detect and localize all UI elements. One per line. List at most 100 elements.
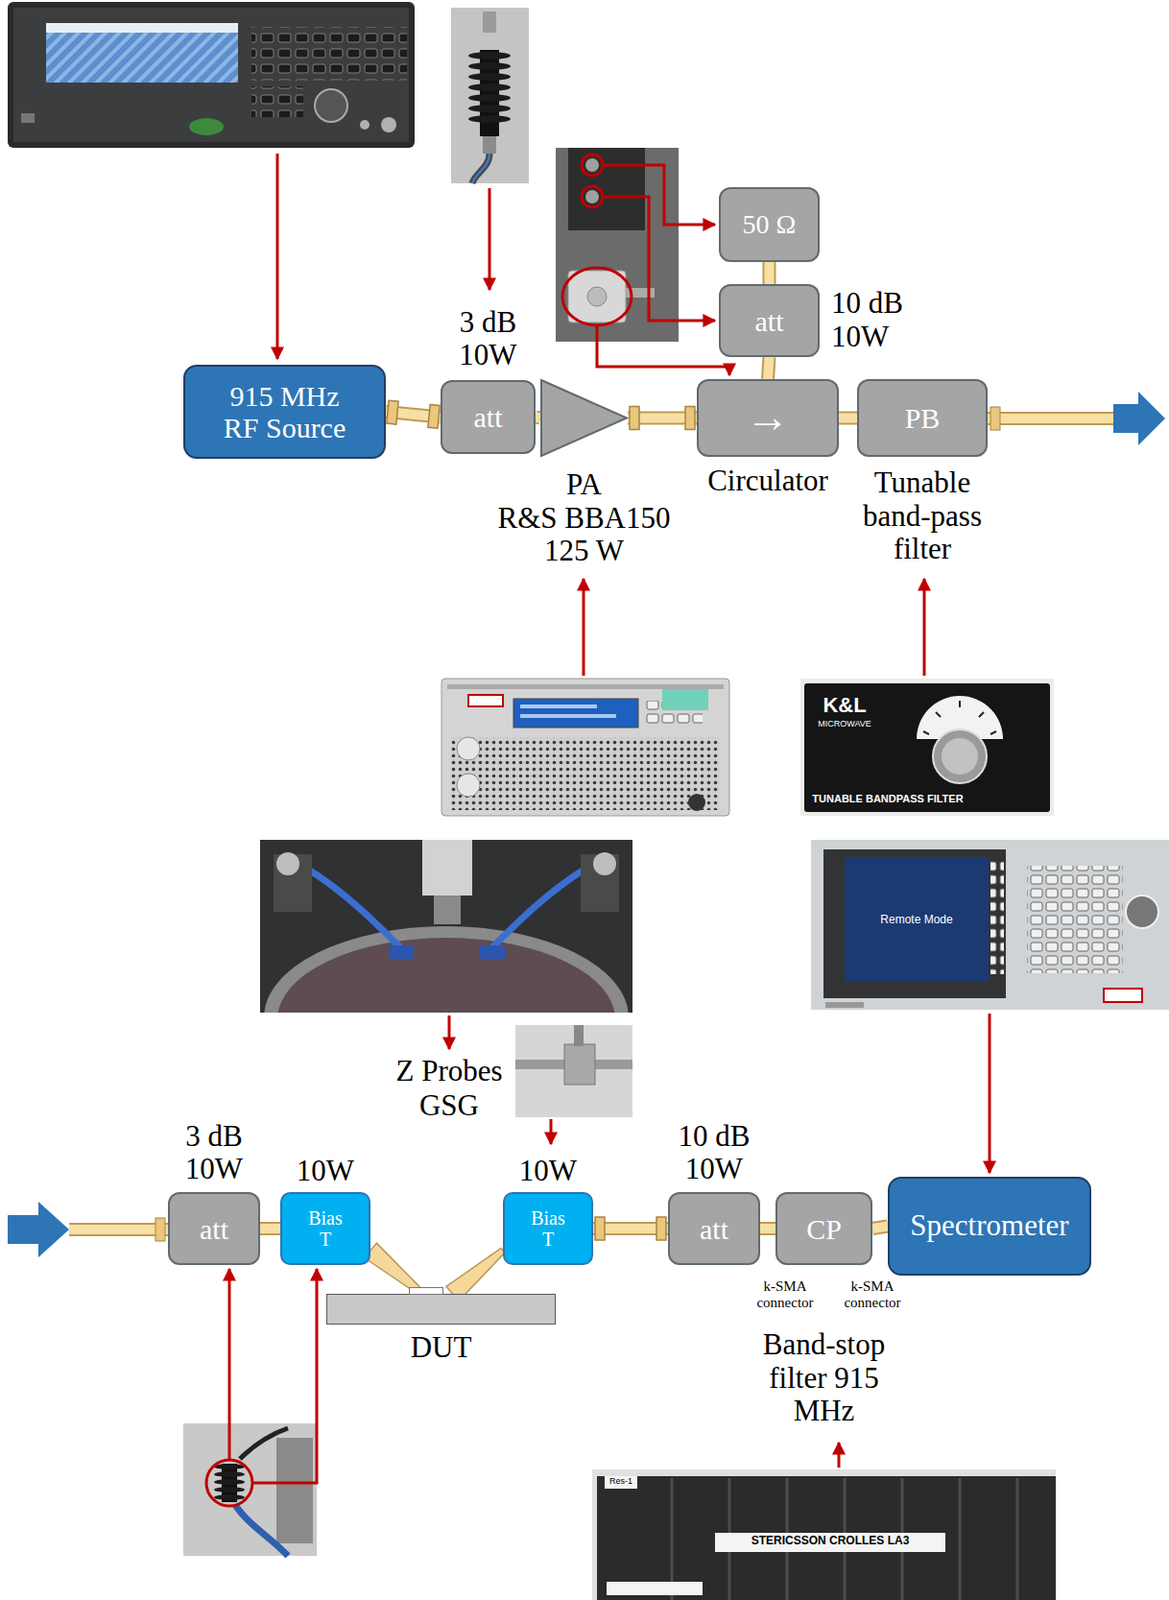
heading-group: 10 dB 10W xyxy=(670,1120,758,1187)
power-amplifier-photo xyxy=(441,678,730,816)
attenuator-photo-part xyxy=(482,11,497,33)
dut-substrate: DUT xyxy=(326,1293,556,1325)
attenuator-photo-part xyxy=(472,153,490,184)
band-stop-filter-photo-part xyxy=(715,1532,946,1552)
probe-station-photo-part xyxy=(433,895,461,925)
attenuator-photo-part xyxy=(468,72,511,81)
attenuator-photo-part xyxy=(482,136,497,154)
box-label: PB xyxy=(905,402,941,434)
signal-generator-photo-part xyxy=(359,119,370,130)
component-caption: 10 dB 10W xyxy=(670,1120,758,1187)
rf-cable xyxy=(593,1216,668,1241)
rf-cable xyxy=(535,417,541,419)
leader-arrows-part xyxy=(582,578,586,676)
attenuator-photo-part xyxy=(472,153,490,184)
annotation-label: TUNABLE BANDPASS FILTER xyxy=(801,792,975,806)
power-amplifier-photo-part xyxy=(447,684,724,690)
circulator-photo-part xyxy=(585,190,599,204)
circulator-photo-part xyxy=(587,286,607,307)
circulator-photo xyxy=(555,147,679,342)
component-box: CPBand-stop filter 915 MHz xyxy=(775,1192,873,1265)
spectrum-analyzer-photo-part xyxy=(825,1002,864,1008)
spectrum-analyzer-photo-part xyxy=(811,839,1169,1010)
probe-station-photo xyxy=(260,839,633,1013)
probe-station-photo-part xyxy=(479,945,505,959)
instrument-box: Spectrometer xyxy=(887,1176,1092,1276)
rf-cable xyxy=(760,1228,776,1230)
heading-group: 3 dB 10W xyxy=(175,1120,253,1187)
heading-group: PAR&S BBA150 125 W xyxy=(488,468,681,569)
box-label: att xyxy=(199,1213,229,1245)
probe-station-photo-part xyxy=(489,868,586,951)
rf-cable xyxy=(627,406,697,430)
flow-cables-part xyxy=(7,1201,70,1258)
band-stop-filter-photo xyxy=(592,1469,1056,1600)
flow-cables-part xyxy=(1113,391,1166,446)
circulator-photo-part xyxy=(581,154,603,176)
component-caption: 3 dB 10W xyxy=(450,306,527,373)
cable-connector xyxy=(656,1216,667,1241)
rf-cable xyxy=(838,417,858,419)
box-label: Bias T xyxy=(301,1207,350,1250)
bias-tee-box: Bias T10W xyxy=(502,1192,594,1265)
leader-arrows-part xyxy=(837,1442,841,1468)
component-caption: 10 dB 10W xyxy=(831,286,913,354)
bias-tee-photo-part xyxy=(573,1025,584,1047)
spectrum-analyzer-photo-part xyxy=(823,849,1006,999)
spectrum-analyzer-photo-part xyxy=(1125,895,1159,929)
component-caption: 10W xyxy=(282,1154,369,1189)
probe-station-photo-part xyxy=(422,839,473,896)
tunable-filter-photo-part xyxy=(932,729,987,784)
annotation-label: Remote Mode xyxy=(858,913,975,928)
cable-outline xyxy=(872,1226,888,1230)
circulator-photo-part xyxy=(585,158,599,172)
attenuator-photo-part xyxy=(468,51,511,60)
box-label: att xyxy=(699,1213,729,1245)
power-amplifier-photo-part xyxy=(451,737,720,811)
power-amplifier-photo-part xyxy=(520,704,597,709)
band-stop-filter-photo-part xyxy=(606,1581,703,1596)
attenuator-photo-part xyxy=(468,115,511,123)
cable-connector xyxy=(386,400,399,425)
leader-arrows-part xyxy=(549,1119,553,1145)
cable-connector xyxy=(629,406,640,430)
signal-generator-photo-part xyxy=(46,23,239,33)
cable-outline xyxy=(763,262,777,285)
component-box: →Circulator xyxy=(696,379,839,457)
rf-cable xyxy=(872,1226,888,1230)
leader-arrows-part xyxy=(596,325,730,376)
band-stop-filter-photo-part xyxy=(671,1478,1018,1600)
cable-core xyxy=(260,1223,281,1234)
bias-tee-photo-part xyxy=(515,1025,633,1118)
probe-station-photo-part xyxy=(276,852,300,876)
attenuator-bias-photo-part xyxy=(214,1463,245,1470)
attenuator-photo-part xyxy=(468,94,511,102)
component-caption: 10W xyxy=(504,1154,592,1189)
component-box: att3 dB 10W xyxy=(167,1192,261,1265)
signal-generator-photo-part xyxy=(46,23,239,83)
attenuator-bias-photo-part xyxy=(235,1504,288,1556)
spectrum-analyzer-photo-part xyxy=(1026,865,1123,974)
amplifier-outline xyxy=(541,380,627,456)
flow-cables-part xyxy=(69,1224,168,1235)
signal-generator-photo-part xyxy=(7,1,415,148)
cable-core xyxy=(764,262,775,285)
attenuator-bias-photo-part xyxy=(214,1479,245,1485)
component-caption: R&S BBA150 125 W xyxy=(488,501,681,569)
cable-outline xyxy=(535,417,541,419)
probe-station-photo-part xyxy=(593,852,617,876)
component-caption: Circulator xyxy=(691,464,845,499)
box-label: Spectrometer xyxy=(909,1209,1069,1242)
tunable-filter-photo xyxy=(800,678,1054,816)
band-stop-filter-photo-part xyxy=(592,1469,1056,1600)
box-label: att xyxy=(474,401,503,433)
flow-cables-part xyxy=(69,1222,168,1237)
attenuator-photo xyxy=(451,7,529,184)
component-box: PBTunable band-pass filter xyxy=(857,379,988,457)
cable-core xyxy=(535,417,541,419)
leader-arrows-part xyxy=(602,165,716,225)
heading-group: 3 dB 10W xyxy=(450,306,527,373)
box-label: 50 Ω xyxy=(742,210,797,240)
